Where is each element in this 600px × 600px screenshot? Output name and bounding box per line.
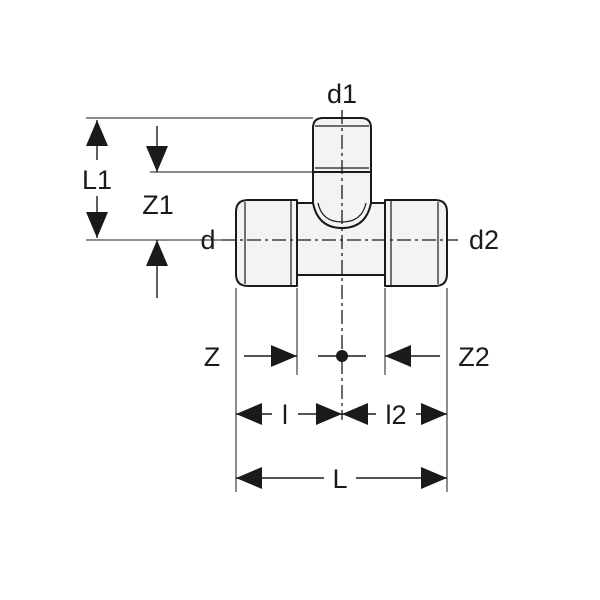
dimension-L: [236, 462, 447, 494]
label-d1: d1: [327, 79, 357, 109]
centre-point-dot: [336, 350, 348, 362]
dimension-L1: [72, 120, 122, 238]
label-Z1: Z1: [142, 190, 174, 220]
label-d2: d2: [469, 225, 499, 255]
label-Z2: Z2: [458, 342, 490, 372]
tee-left-socket: [235, 199, 298, 287]
extension-lines: [86, 117, 448, 492]
label-d: d: [200, 225, 215, 255]
label-L: L: [332, 464, 347, 494]
dimension-l-l2: [236, 398, 447, 430]
label-l: l: [282, 400, 288, 430]
tee-right-socket: [384, 199, 448, 287]
dimension-Z1: [146, 126, 168, 298]
dimension-labels: d1 d d2 L1 Z1 Z Z2 l l2 L: [82, 79, 499, 494]
label-Z: Z: [204, 342, 221, 372]
label-l2: l2: [385, 400, 406, 430]
dimension-Z-Z2: [244, 345, 440, 367]
centre-lines: [222, 110, 458, 420]
label-L1: L1: [82, 165, 112, 195]
